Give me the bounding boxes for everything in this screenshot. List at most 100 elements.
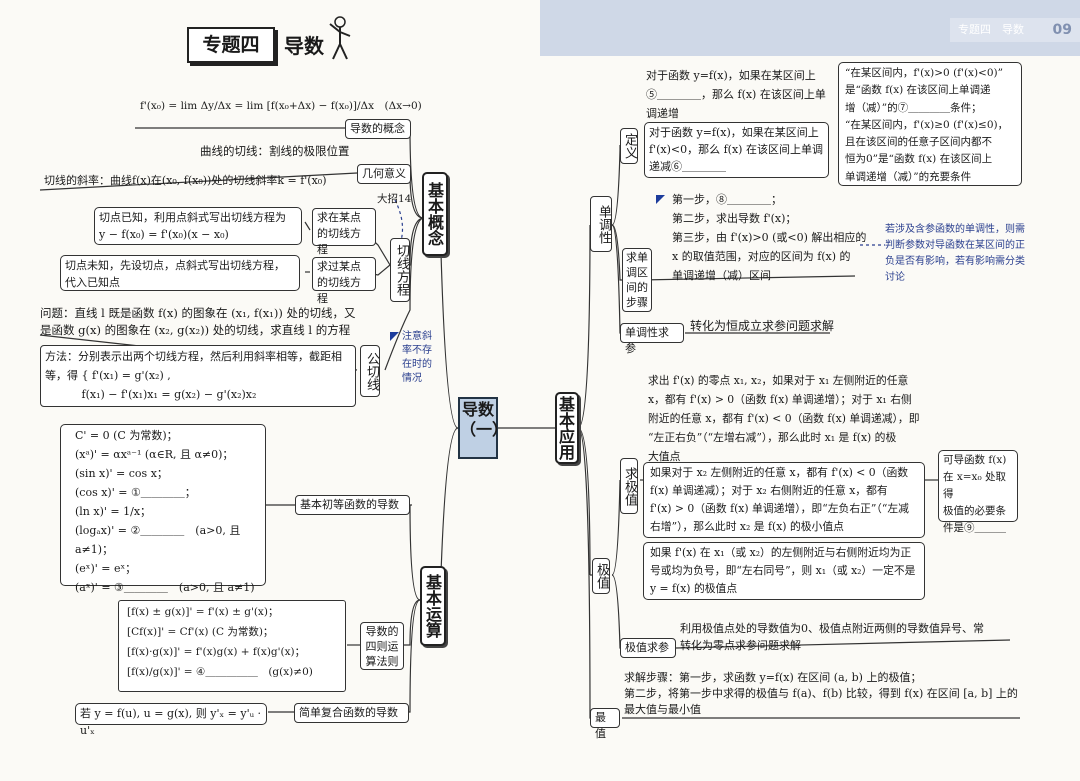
elementary-formulas: C' = 0 (C 为常数)； (xᵃ)' = αxᵃ⁻¹ (α∈R, 且 α≠… [60, 424, 266, 594]
flag-icon [390, 332, 399, 341]
branch-basic-application: 基本应用 [555, 392, 579, 464]
monotonic-conditions: “在某区间内，f'(x)>0 (f'(x)<0)” 是“函数 f(x) 在该区间… [838, 62, 1022, 186]
geom-line-2: 切线的斜率：曲线f(x)在(x₀, f(x₀))处的切线斜率k = f'(x₀) [44, 174, 327, 187]
node-arithmetic-rules: 导数的四则运算法则 [360, 622, 404, 670]
def-2-line-3: 递减⑥＿＿＿＿ [649, 160, 726, 173]
cond-2: 是“函数 f(x) 在该区间上单调递 [845, 84, 991, 97]
method-line-2: 等，得 { f'(x₁) = g'(x₂) , [45, 369, 171, 382]
ext-2-line-2: f(x) 单调递减）；对于 x₂ 右侧附近的任意 x，都有 [650, 484, 888, 497]
cond-7: 单调递增（减）”的充要条件 [845, 170, 972, 183]
geom-line-1: 曲线的切线：割线的极限位置 [200, 144, 350, 158]
topic-badge: 专题四 [187, 27, 275, 63]
def-2: 对于函数 y=f(x)，如果在某区间上 f'(x)<0，那么 f(x) 在该区间… [644, 122, 829, 178]
step-2: 第二步，求出导数 f'(x)； [672, 212, 797, 225]
node-common-tangent: 公切线 [360, 345, 380, 397]
def-1-line-3: 调递增 [646, 107, 679, 120]
ext-3: 如果 f'(x) 在 x₁（或 x₂）的左侧附近与右侧附近均为正 号或均为负号，… [643, 542, 925, 600]
rules-formulas: [f(x) ± g(x)]' = f'(x) ± g'(x)； [Cf(x)]'… [118, 600, 346, 692]
def-1-line-1: 对于函数 y=f(x)，如果在某区间上 [646, 69, 816, 82]
common-tangent-question-2: 是函数 g(x) 的图象在 (x₂, g(x₂)) 处的切线，求直线 l 的方程 [40, 323, 351, 337]
method-line-3: f(x₁) − f'(x₁)x₁ = g(x₂) − g'(x₂)x₂ [45, 388, 257, 401]
def-1: 对于函数 y=f(x)，如果在某区间上 ⑤＿＿＿＿，那么 f(x) 在该区间上单… [646, 66, 826, 123]
def-2-line-1: 对于函数 y=f(x)，如果在某区间上 [649, 126, 819, 139]
node-derivative-concept: 导数的概念 [345, 119, 411, 139]
through-point-desc: 切点未知，先设切点，点斜式写出切线方程， 代入已知点 [60, 255, 300, 291]
tab-text: 专题四 导数 [958, 23, 1024, 36]
max-line-2: 第二步，将第一步中求得的极值与 f(a)、f(b) 比较，得到 f(x) 在区间… [624, 687, 1018, 700]
node-find-extremum: 求极值 [620, 458, 638, 514]
param-note: 若涉及含参函数的单调性，则需判断参数对导函数在某区间的正负是否有影响，若有影响需… [885, 224, 1025, 283]
ext-cond-4: 件是⑨＿＿＿ [943, 522, 1006, 534]
formula-1: C' = 0 (C 为常数)； [75, 429, 178, 442]
node-elementary-derivatives: 基本初等函数的导数 [295, 495, 410, 515]
max-line-1: 求解步骤：第一步，求函数 y=f(x) 在区间 (a, b) 上的极值； [624, 671, 922, 684]
ext-cond-1: 可导函数 f(x) [943, 454, 1007, 466]
branch-basic-operation: 基本运算 [420, 566, 446, 646]
node-extremum-param: 极值求参 [620, 638, 676, 658]
method-line-1: 方法：分别表示出两个切线方程，然后利用斜率相等，截距相 [45, 350, 342, 363]
node-extremum: 极值 [592, 558, 610, 594]
cond-3: 增（减）”的⑦＿＿＿＿条件； [845, 101, 982, 114]
ext-3-line-2: 号或均为负号，即“左右同号”，则 x₁（或 x₂）一定不是 [650, 564, 916, 577]
formula-4: (cos x)' = ①＿＿＿＿； [75, 486, 196, 499]
node-maximum: 最值 [590, 708, 620, 740]
through-point-line-1: 切点未知，先设切点，点斜式写出切线方程， [65, 259, 285, 272]
node-tangent-equation: 切线方程 [390, 238, 410, 302]
ext-2-line-1: 如果对于 x₂ 左侧附近的任意 x，都有 f'(x) < 0（函数 [650, 466, 909, 479]
ext-1-line-3: 附近的任意 x，都有 f'(x) < 0（函数 f(x) 单调递减），即 [648, 412, 920, 425]
ext-2: 如果对于 x₂ 左侧附近的任意 x，都有 f'(x) < 0（函数 f(x) 单… [643, 462, 925, 538]
rule-3: [f(x)·g(x)]' = f'(x)g(x) + f(x)g'(x)； [127, 646, 306, 658]
ext-param-text: 利用极值点处的导数值为0、极值点附近两侧的导数值异号、常 转化为零点求参问题求解 [680, 620, 984, 654]
steps: 第一步，⑧＿＿＿＿； 第二步，求出导数 f'(x)； 第三步，由 f'(x)>0… [672, 190, 866, 285]
ext-2-line-3: f'(x) > 0（函数 f(x) 单调递增），即“左负右正”（“左减 [650, 502, 909, 515]
page-title: 导数 [284, 34, 324, 58]
formula-6: (logₐx)' = ②＿＿＿＿ (a>0, 且 a≠1)； [75, 524, 241, 556]
formula-8: (aˣ)' = ③＿＿＿＿ (a>0, 且 a≠1) [75, 581, 255, 594]
ext-1-line-1: 求出 f'(x) 的零点 x₁, x₂，如果对于 x₁ 左侧附近的任意 [648, 374, 909, 387]
flag-icon-2 [656, 195, 665, 204]
page-tab: 专题四 导数 09 [950, 18, 1080, 42]
cond-5: 且在该区间的任意子区间内都不 [845, 136, 992, 149]
formula-7: (eˣ)' = eˣ； [75, 562, 137, 575]
center-node: 导数（一） [458, 397, 508, 459]
formula-2: (xᵃ)' = αxᵃ⁻¹ (α∈R, 且 α≠0)； [75, 448, 234, 461]
node-composite-derivative: 简单复合函数的导数 [294, 703, 409, 723]
node-monotonic-steps: 求单调区间的步骤 [622, 248, 652, 312]
node-geometric-meaning: 几何意义 [357, 164, 411, 184]
rule-4: [f(x)/g(x)]' = ④＿＿＿＿＿ (g(x)≠0) [127, 666, 313, 678]
ext-param-line-2: 转化为零点求参问题求解 [680, 639, 801, 652]
step-4: x 的取值范围，对应的区间为 f(x) 的 [672, 250, 851, 263]
cond-1: “在某区间内，f'(x)>0 (f'(x)<0)” [845, 67, 1003, 79]
ext-1-line-4: “左正右负”（“左增右减”），那么此时 x₁ 是 f(x) 的极 [648, 431, 897, 444]
figure-icon [329, 16, 351, 60]
node-monotonicity: 单调性 [590, 196, 612, 252]
def-2-line-2: f'(x)<0，那么 f(x) 在该区间上单调 [649, 143, 823, 156]
step-3: 第三步，由 f'(x)>0 (或<0) 解出相应的 [672, 231, 867, 244]
common-tangent-method: 方法：分别表示出两个切线方程，然后利用斜率相等，截距相 等，得 { f'(x₁)… [40, 345, 356, 407]
ext-1-line-2: x，都有 f'(x) > 0（函数 f(x) 单调递增）；对于 x₁ 右侧 [648, 393, 912, 406]
ext-1: 求出 f'(x) 的零点 x₁, x₂，如果对于 x₁ 左侧附近的任意 x，都有… [648, 371, 920, 466]
ext-cond-2: 在 x=x₀ 处取得 [943, 471, 1007, 500]
formula-3: (sin x)' = cos x； [75, 467, 168, 480]
at-point-line-2: y − f(x₀) = f'(x₀)(x − x₀) [99, 228, 229, 241]
formula-5: (ln x)' = 1/x； [75, 505, 152, 518]
through-point-line-2: 代入已知点 [65, 276, 120, 289]
common-tangent-question-1: 问题：直线 l 既是函数 f(x) 的图象在 (x₁, f(x₁)) 处的切线，… [40, 306, 356, 320]
node-tangent-at-point: 求在某点的切线方程 [312, 208, 376, 256]
param-text: 转化为恒成立求参问题求解 [690, 319, 835, 333]
max-line-3: 最大值与最小值 [624, 703, 701, 716]
ext-param-line-1: 利用极值点处的导数值为0、极值点附近两侧的导数值异号、常 [680, 622, 984, 635]
composite-formula: 若 y = f(u), u = g(x), 则 y'ₓ = y'ᵤ · u'ₓ [75, 703, 267, 737]
concept-formula: f'(x₀) = lim Δy/Δx = lim [f(x₀+Δx) − f(x… [140, 100, 422, 112]
step-5: 单调递增（减）区间 [672, 269, 771, 282]
branch-basic-concept: 基本概念 [422, 172, 448, 256]
slope-note: 注意斜率不存在时的情况 [402, 331, 432, 384]
rule-1: [f(x) ± g(x)]' = f'(x) ± g'(x)； [127, 606, 279, 618]
rule-2: [Cf(x)]' = Cf'(x) (C 为常数)； [127, 626, 274, 638]
ext-1-line-5: 大值点 [648, 450, 681, 463]
ext-cond-3: 极值的必要条 [943, 505, 1006, 517]
ext-3-line-3: y = f(x) 的极值点 [650, 582, 738, 595]
at-point-desc: 切点已知，利用点斜式写出切线方程为 y − f(x₀) = f'(x₀)(x −… [94, 207, 302, 245]
cond-6: 恒为0”是“函数 f(x) 在该区间上 [845, 153, 993, 166]
